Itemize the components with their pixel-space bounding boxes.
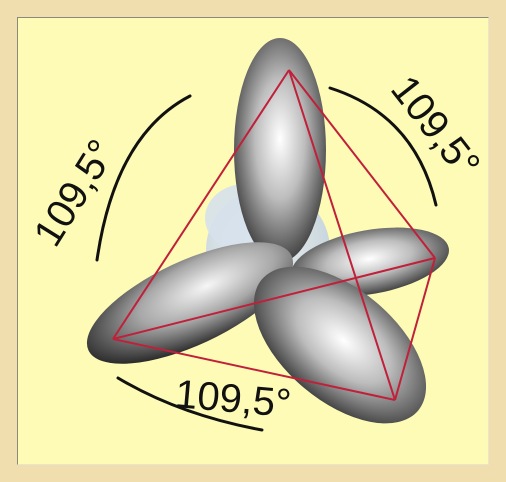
angle-label-left: 109,5° xyxy=(26,132,125,254)
angle-label-bottom: 109,5° xyxy=(173,372,292,426)
angle-label-right: 109,5° xyxy=(382,68,488,187)
angle-arc-left xyxy=(97,96,190,260)
orbital-lobe-top xyxy=(234,38,326,262)
